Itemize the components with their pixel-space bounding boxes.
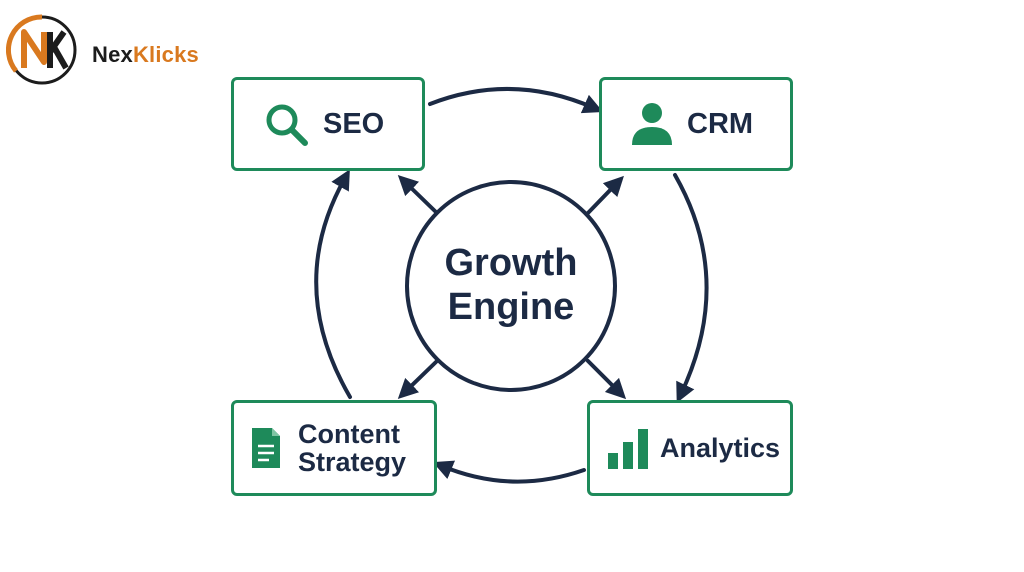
hub-growth-engine[interactable]: Growth Engine (405, 180, 617, 392)
brand-name-part1: Nex (92, 42, 133, 67)
hub-label-line2: Engine (447, 286, 575, 328)
hub-label-line1: Growth (444, 242, 578, 285)
brand-name-part2: Klicks (132, 42, 199, 67)
brand-name: NexKlicks (92, 42, 199, 68)
node-content-strategy-label: Content Strategy (298, 418, 407, 477)
node-crm[interactable]: CRM (599, 77, 793, 171)
nk-monogram-logo-icon (6, 14, 77, 85)
brand-logo[interactable]: NexKlicks (6, 14, 226, 86)
node-content-strategy[interactable]: Content Strategy (231, 400, 437, 496)
arrow-crm-to-analytics (673, 173, 709, 404)
node-analytics-label: Analytics (660, 432, 781, 463)
arrow-seo-to-crm (428, 87, 604, 114)
arrow-hub-to-analytics (586, 359, 627, 400)
document-icon (248, 426, 284, 470)
node-seo[interactable]: SEO (231, 77, 425, 171)
node-crm-label: CRM (687, 107, 754, 140)
hub-label: Growth Engine (445, 242, 578, 329)
arrow-hub-to-crm (585, 175, 624, 216)
node-content-line2: Strategy (298, 447, 407, 477)
user-icon (629, 101, 675, 147)
magnifier-icon (261, 101, 311, 147)
node-analytics[interactable]: Analytics (587, 400, 793, 496)
arrow-content-to-seo (314, 169, 352, 399)
bar-chart-icon (606, 427, 650, 469)
node-seo-label: SEO (323, 107, 385, 140)
node-content-line1: Content (298, 418, 400, 449)
arrow-analytics-to-content (432, 460, 586, 484)
arrow-hub-to-content (397, 359, 439, 399)
arrow-hub-to-seo (397, 175, 440, 216)
